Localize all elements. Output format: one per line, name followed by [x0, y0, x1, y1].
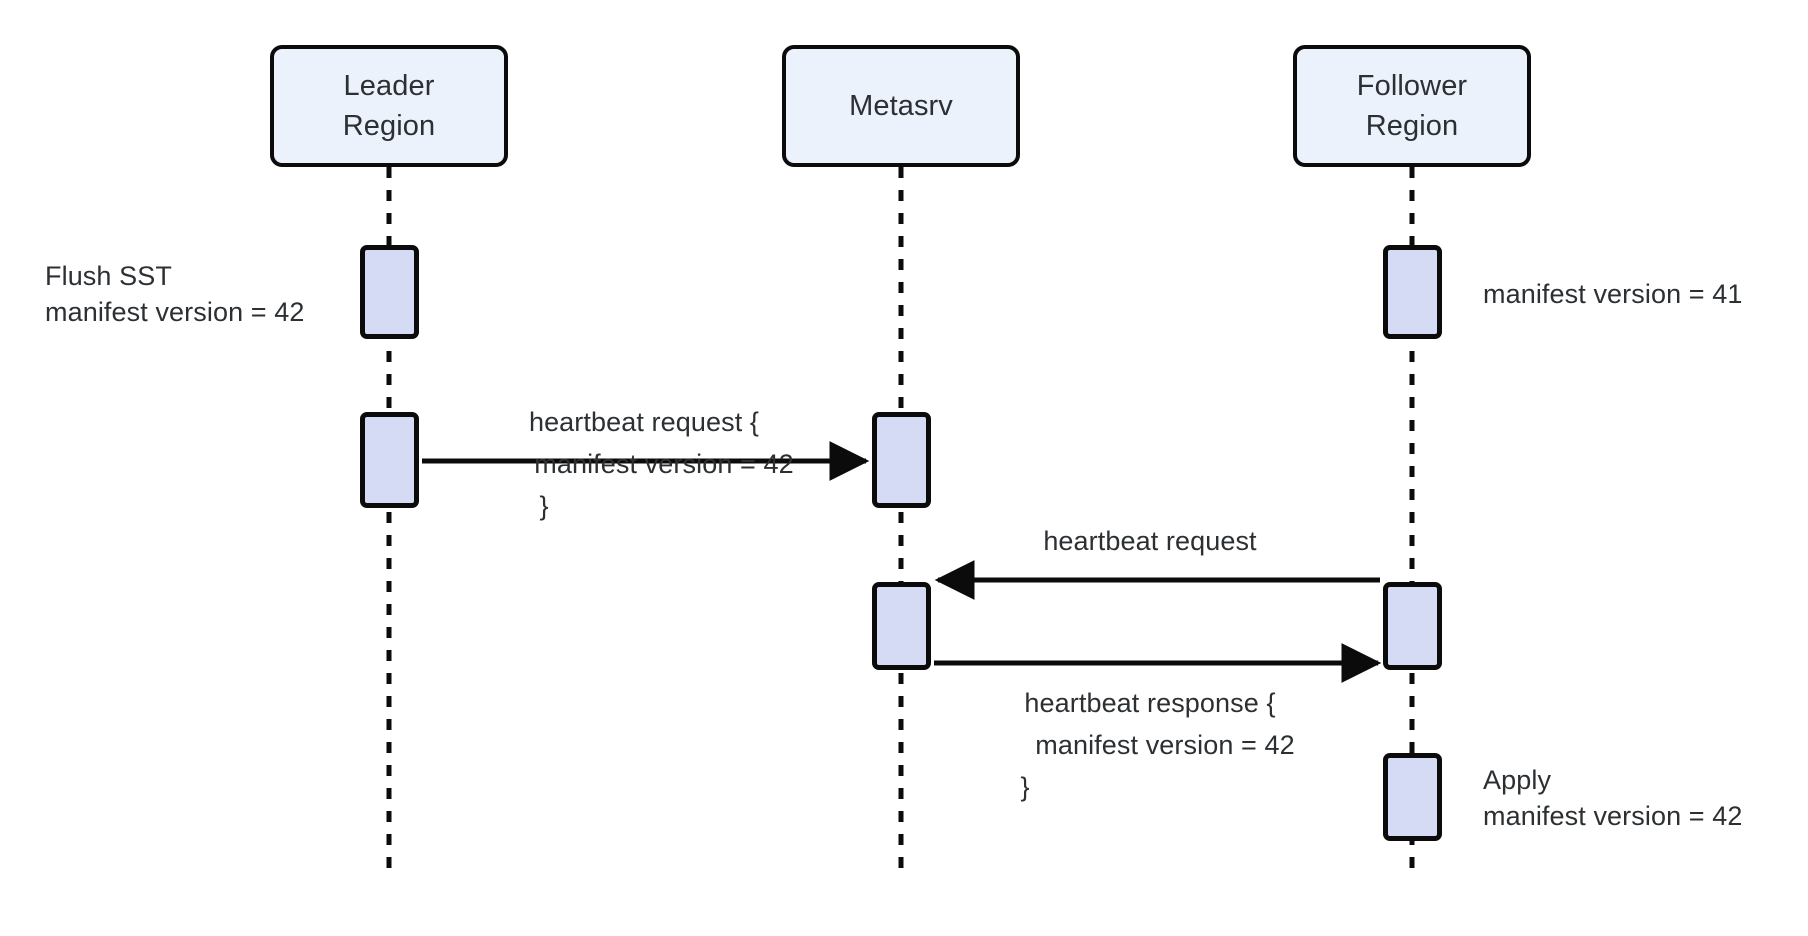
- activation-metasrv-heartbeat-exchange[interactable]: [872, 582, 931, 670]
- participant-metasrv-label: Metasrv: [849, 89, 953, 122]
- participant-leader-region[interactable]: Leader Region: [270, 45, 508, 167]
- activation-leader-heartbeat[interactable]: [360, 412, 419, 508]
- message-label-heartbeat-request-leader-line3: }: [539, 491, 549, 521]
- message-label-heartbeat-response-line3: }: [1020, 772, 1030, 802]
- message-label-heartbeat-request-leader-line1: heartbeat request {: [528, 407, 760, 437]
- note-flush-sst: Flush SST manifest version = 42: [45, 261, 305, 328]
- note-apply-manifest-version: Apply manifest version = 42: [1483, 765, 1743, 832]
- activation-leader-flush[interactable]: [360, 245, 419, 339]
- activation-follower-heartbeat[interactable]: [1383, 582, 1442, 670]
- activation-follower-initial[interactable]: [1383, 245, 1442, 339]
- note-follower-manifest-version: manifest version = 41: [1483, 279, 1743, 309]
- participant-follower-region[interactable]: Follower Region: [1293, 45, 1531, 167]
- message-label-heartbeat-response-line1: heartbeat response {: [1024, 688, 1276, 718]
- message-label-heartbeat-request-follower: heartbeat request: [1043, 526, 1257, 556]
- participant-follower-region-label: Follower Region: [1356, 69, 1468, 142]
- activation-metasrv-heartbeat-in[interactable]: [872, 412, 931, 508]
- participant-leader-region-label: Leader Region: [342, 69, 436, 142]
- message-label-heartbeat-response-line2: manifest version = 42: [1035, 730, 1295, 760]
- message-label-heartbeat-request-leader-line2: manifest version = 42: [534, 449, 794, 479]
- participant-metasrv[interactable]: Metasrv: [782, 45, 1020, 167]
- activation-follower-apply[interactable]: [1383, 753, 1442, 841]
